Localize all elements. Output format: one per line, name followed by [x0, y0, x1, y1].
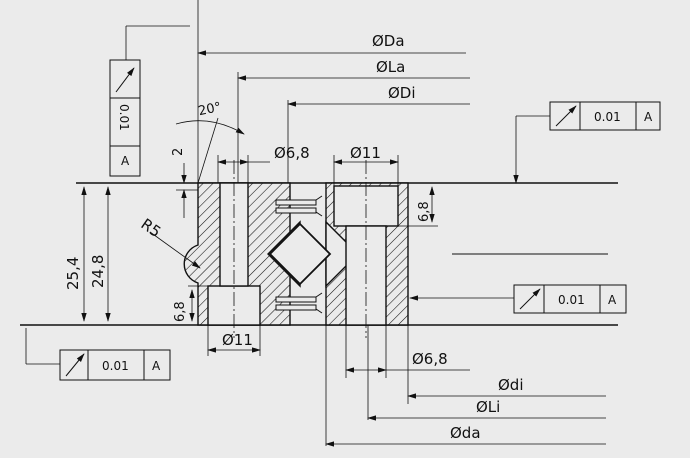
cbore-depth-right: 6,8	[398, 186, 438, 227]
tol-4-value: 0.01	[102, 359, 129, 373]
dim-height-inner: 24,8	[89, 255, 107, 288]
dim-angle: 20°	[197, 100, 223, 119]
height-dimensions: 25,4 24,8	[64, 182, 198, 322]
dim-hole-top: Ø6,8	[274, 144, 310, 162]
tolerance-frame-1: 0.01 A	[109, 25, 190, 177]
inner-ring	[325, 182, 409, 326]
tol-3-datum: A	[608, 293, 617, 307]
tol-1-value: 0.01	[117, 104, 131, 131]
roller	[268, 222, 332, 286]
dim-height-outer: 25,4	[64, 257, 82, 290]
bottom-cbore-dim: Ø11	[207, 325, 261, 356]
tol-3-value: 0.01	[558, 293, 585, 307]
tol-2-value: 0.01	[594, 110, 621, 124]
bottom-hole-dim: Ø6,8	[345, 325, 470, 378]
angle-dimension: 20°	[175, 100, 245, 184]
dim-di: Ødi	[498, 376, 524, 394]
top-dimensions: ØDa ØLa ØDi	[197, 0, 470, 183]
tol-1-datum: A	[121, 154, 130, 168]
dim-radius: R5	[138, 215, 165, 241]
center-lines	[233, 160, 367, 338]
bottom-dimensions: Ødi ØLi Øda	[325, 325, 606, 447]
seals	[275, 195, 323, 314]
tolerance-frame-3: 0.01 A	[409, 284, 627, 314]
dim-gap: 2	[171, 148, 186, 156]
dim-cbore-bottom: Ø11	[222, 331, 253, 349]
dim-Da: ØDa	[372, 32, 405, 50]
dim-hole-bottom: Ø6,8	[412, 350, 448, 368]
gap-dimension: 2	[171, 148, 198, 218]
top-hole-dims: Ø6,8 Ø11	[217, 144, 399, 186]
dim-cbore-depth-right: 6,8	[417, 201, 432, 222]
dim-da: Øda	[450, 424, 481, 442]
dim-Li: ØLi	[476, 398, 500, 416]
dim-cbore-depth-left: 6,8	[173, 301, 188, 322]
tolerance-frame-2: 0.01 A	[513, 101, 661, 184]
tol-4-datum: A	[152, 359, 161, 373]
tol-2-datum: A	[644, 110, 653, 124]
tolerance-frame-4: 0.01 A	[20, 324, 171, 381]
dim-La: ØLa	[376, 58, 405, 76]
dim-cbore-top: Ø11	[350, 144, 381, 162]
dim-Di: ØDi	[388, 84, 416, 102]
cbore-depth-left: 6,8	[173, 285, 208, 322]
